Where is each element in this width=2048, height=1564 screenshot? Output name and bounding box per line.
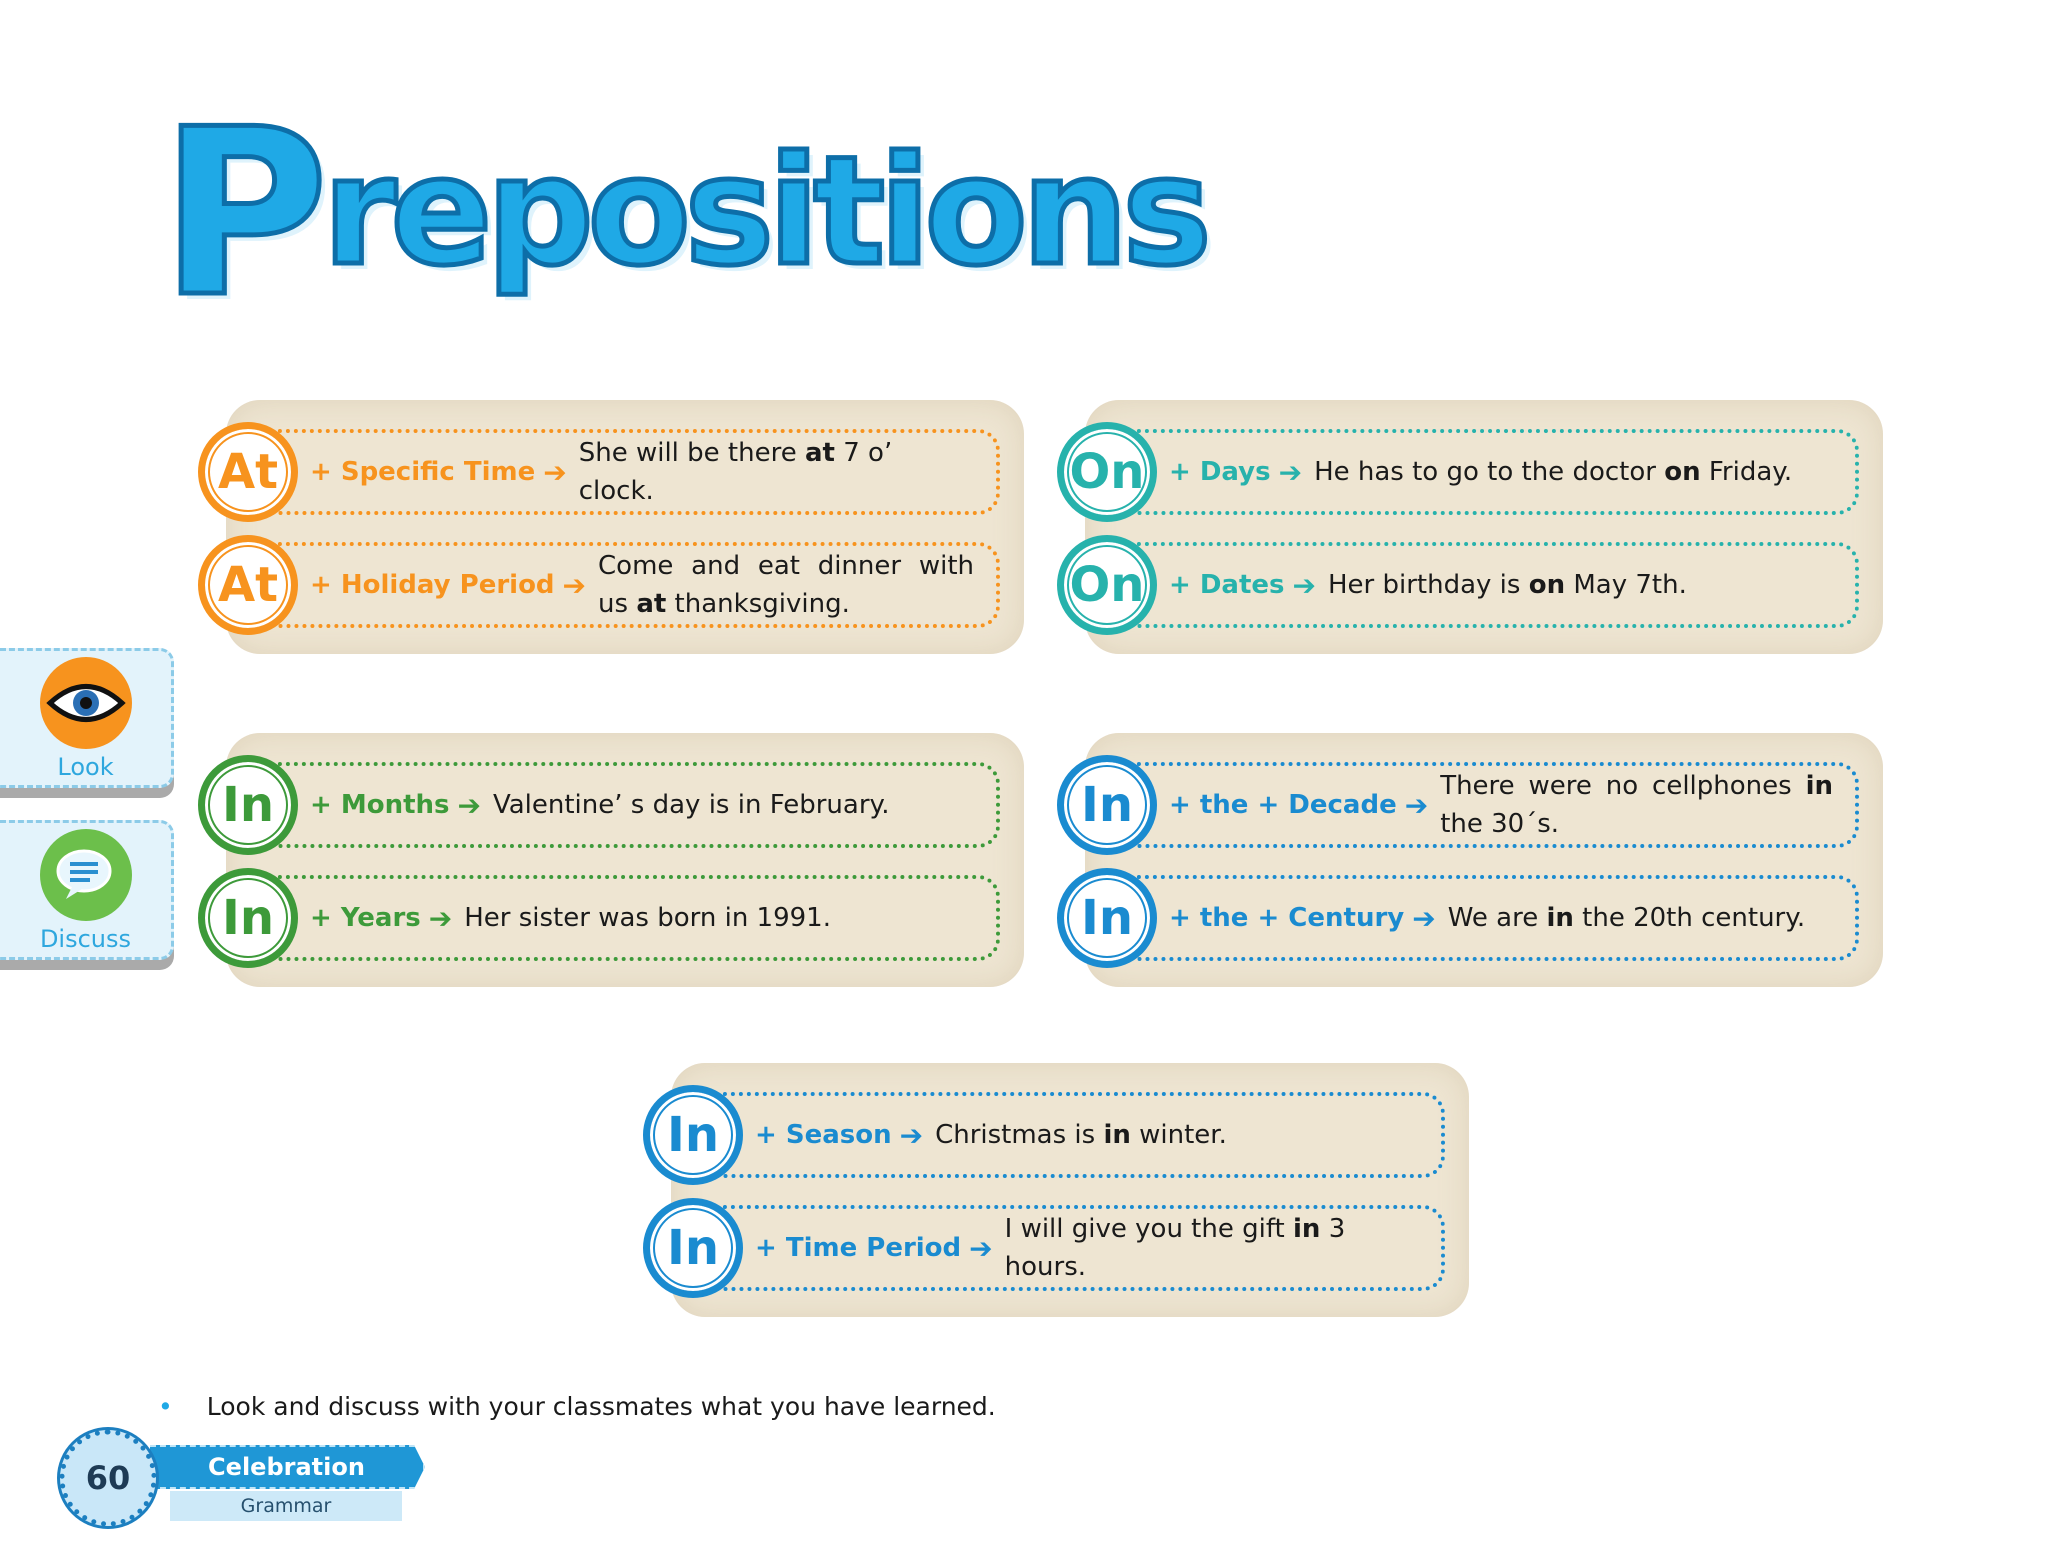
card-background xyxy=(1085,400,1883,654)
preposition-badge: In xyxy=(643,1198,743,1298)
example-sentence: He has to go to the doctor on Friday. xyxy=(1314,457,1793,487)
preposition-card: In + Season ➔ Christmas is in winter. In… xyxy=(643,1063,1469,1317)
instruction: •Look and discuss with your classmates w… xyxy=(158,1392,996,1421)
dotted-frame xyxy=(248,429,1000,515)
page-title: Prepositions xyxy=(158,81,1215,348)
rule-row: In + the + Century ➔ We are in the 20th … xyxy=(1057,868,1883,968)
rule-label: + the + Decade xyxy=(1169,790,1397,820)
rule-label: + the + Century xyxy=(1169,903,1405,933)
example-sentence: Her birthday is on May 7th. xyxy=(1327,570,1687,600)
rule-row: At + Specific Time ➔ She will be there a… xyxy=(198,422,1024,522)
card-background xyxy=(226,400,1024,654)
preposition-card: In + Months ➔ Valentine’ s day is in Feb… xyxy=(198,733,1024,987)
rule-label: + Months xyxy=(310,790,450,820)
example-sentence: There were no cellphones in the 30´s. xyxy=(1440,771,1833,839)
rule-label: + Holiday Period xyxy=(310,570,555,600)
unit-ribbon: Celebration xyxy=(150,1445,425,1489)
rule-label: + Time Period xyxy=(755,1233,962,1263)
preposition-badge: In xyxy=(1057,755,1157,855)
dotted-frame xyxy=(248,762,1000,848)
preposition-badge: At xyxy=(198,535,298,635)
rule-row: On + Days ➔ He has to go to the doctor o… xyxy=(1057,422,1883,522)
chat-bubble-icon xyxy=(39,829,132,921)
example-sentence: Her sister was born in 1991. xyxy=(464,903,831,933)
arrow-icon: ➔ xyxy=(969,1231,993,1265)
preposition-card: In + the + Decade ➔ There were no cellph… xyxy=(1057,733,1883,987)
rule-row: In + Years ➔ Her sister was born in 1991… xyxy=(198,868,1024,968)
preposition-badge: On xyxy=(1057,535,1157,635)
dotted-frame xyxy=(1107,429,1859,515)
arrow-icon: ➔ xyxy=(1278,455,1303,489)
arrow-icon: ➔ xyxy=(428,901,453,935)
preposition-badge: On xyxy=(1057,422,1157,522)
dotted-frame xyxy=(693,1205,1445,1291)
dotted-frame xyxy=(248,542,1000,628)
look-button[interactable]: Look xyxy=(0,648,174,788)
example-sentence: Come and eat dinner with us at thanksgiv… xyxy=(598,551,974,619)
rule-label: + Season xyxy=(755,1120,892,1150)
card-background xyxy=(1085,733,1883,987)
arrow-icon: ➔ xyxy=(562,568,587,602)
rule-label: + Years xyxy=(310,903,421,933)
rule-label: + Dates xyxy=(1169,570,1285,600)
example-sentence: Valentine’ s day is in February. xyxy=(492,790,890,820)
arrow-icon: ➔ xyxy=(457,788,481,822)
rule-row: At + Holiday Period ➔ Come and eat dinne… xyxy=(198,535,1024,635)
example-sentence: I will give you the gift in 3 hours. xyxy=(1004,1214,1346,1282)
discuss-button[interactable]: Discuss xyxy=(0,820,174,960)
preposition-badge: In xyxy=(198,755,298,855)
preposition-card: At + Specific Time ➔ She will be there a… xyxy=(198,400,1024,654)
rule-label: + Specific Time xyxy=(310,457,536,487)
rule-row: In + Time Period ➔ I will give you the g… xyxy=(643,1198,1469,1298)
preposition-badge: At xyxy=(198,422,298,522)
eye-icon xyxy=(39,657,132,749)
example-sentence: We are in the 20th century. xyxy=(1447,903,1806,933)
arrow-icon: ➔ xyxy=(1292,568,1316,602)
arrow-icon: ➔ xyxy=(543,455,567,489)
rule-row: On + Dates ➔ Her birthday is on May 7th. xyxy=(1057,535,1883,635)
dotted-frame xyxy=(1107,542,1859,628)
preposition-badge: In xyxy=(1057,868,1157,968)
preposition-badge: In xyxy=(198,868,298,968)
rule-row: In + the + Decade ➔ There were no cellph… xyxy=(1057,755,1883,855)
discuss-label: Discuss xyxy=(39,925,132,953)
preposition-card: On + Days ➔ He has to go to the doctor o… xyxy=(1057,400,1883,654)
rule-row: In + Season ➔ Christmas is in winter. xyxy=(643,1085,1469,1185)
example-sentence: Christmas is in winter. xyxy=(935,1120,1227,1150)
rule-label: + Days xyxy=(1169,457,1271,487)
arrow-icon: ➔ xyxy=(1404,788,1429,822)
dotted-frame xyxy=(693,1092,1445,1178)
arrow-icon: ➔ xyxy=(899,1118,924,1152)
dotted-frame xyxy=(1107,875,1859,961)
dotted-frame xyxy=(1107,762,1859,848)
arrow-icon: ➔ xyxy=(1412,901,1436,935)
preposition-badge: In xyxy=(643,1085,743,1185)
rule-row: In + Months ➔ Valentine’ s day is in Feb… xyxy=(198,755,1024,855)
section-label: Grammar xyxy=(170,1491,402,1521)
card-background xyxy=(671,1063,1469,1317)
dotted-frame xyxy=(248,875,1000,961)
card-background xyxy=(226,733,1024,987)
look-label: Look xyxy=(57,753,114,781)
page-number: 60 xyxy=(60,1430,156,1526)
example-sentence: She will be there at 7 o’ clock. xyxy=(578,438,893,506)
